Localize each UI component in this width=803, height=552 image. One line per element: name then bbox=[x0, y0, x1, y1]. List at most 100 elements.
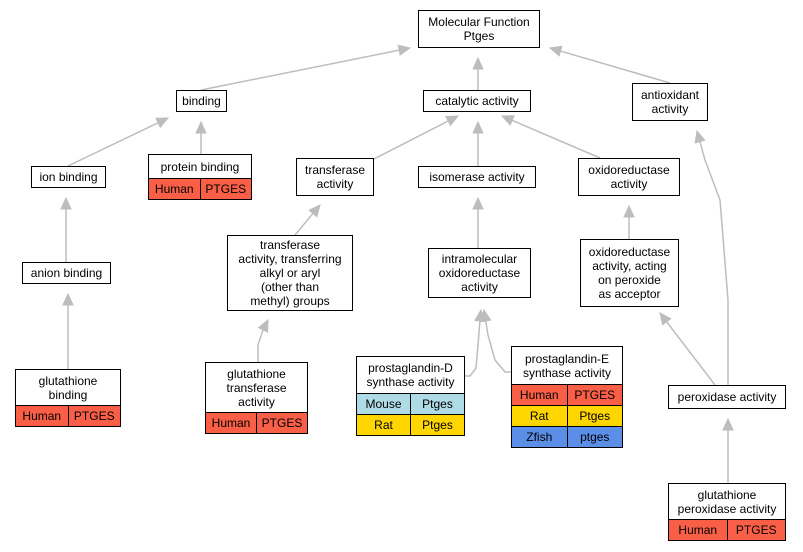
ortholog-table: Human PTGES bbox=[149, 178, 251, 199]
node-label-line: activity bbox=[316, 177, 354, 191]
edge-line bbox=[371, 120, 449, 161]
node-label: catalytic activity bbox=[424, 91, 530, 111]
node-label-line: Ptges bbox=[463, 29, 495, 43]
edge-line bbox=[511, 119, 601, 159]
node-label-line: prostaglandin-E bbox=[524, 351, 610, 366]
gene-cell: Ptges bbox=[410, 415, 464, 435]
node-label-line: oxidoreductase bbox=[588, 245, 671, 259]
edge-line bbox=[699, 141, 729, 385]
gene-cell: PTGES bbox=[199, 179, 252, 199]
node-label-line: activity bbox=[238, 394, 275, 409]
node-label-line: peroxidase activity bbox=[677, 501, 777, 516]
edge-line bbox=[666, 321, 716, 386]
node-label-line: glutathione bbox=[227, 366, 286, 381]
edge-line bbox=[560, 50, 671, 84]
node-isomerase-activity[interactable]: isomerase activity bbox=[418, 166, 536, 188]
node-label-line: activity bbox=[610, 177, 648, 191]
ortholog-row[interactable]: Rat Ptges bbox=[512, 405, 622, 426]
node-ion-binding[interactable]: ion binding bbox=[31, 166, 106, 188]
arrowhead-icon bbox=[472, 120, 484, 134]
node-label-line: binding bbox=[182, 94, 221, 108]
edge-line bbox=[294, 212, 314, 236]
node-label: binding bbox=[177, 91, 226, 111]
node-label-line: alkyl or aryl bbox=[259, 266, 321, 280]
ortholog-table: Human PTGES bbox=[16, 405, 120, 426]
gene-cell: Ptges bbox=[566, 406, 623, 426]
node-catalytic-activity[interactable]: catalytic activity bbox=[423, 90, 531, 112]
node-label-line: transferase bbox=[304, 163, 366, 177]
arrowhead-icon bbox=[445, 115, 460, 127]
node-label-line: activity, transferring bbox=[238, 252, 342, 266]
arrowhead-icon bbox=[694, 129, 706, 144]
node-binding[interactable]: binding bbox=[176, 90, 227, 112]
edge-line bbox=[484, 320, 511, 373]
arrowhead-icon bbox=[480, 308, 492, 323]
node-label: ion binding bbox=[32, 167, 105, 187]
node-label-line: Molecular Function bbox=[428, 15, 530, 29]
node-label-line: activity bbox=[461, 280, 498, 294]
node-label-line: catalytic activity bbox=[435, 94, 519, 108]
node-label-line: isomerase activity bbox=[429, 170, 525, 184]
edge-line bbox=[67, 122, 159, 167]
gene-cell: PTGES bbox=[726, 520, 786, 540]
edge-line bbox=[257, 329, 264, 362]
arrowhead-icon bbox=[623, 204, 635, 218]
species-cell: Human bbox=[22, 409, 62, 423]
node-label: isomerase activity bbox=[419, 167, 535, 187]
gene-cell: ptges bbox=[566, 427, 623, 447]
node-label-line: anion binding bbox=[30, 266, 103, 280]
node-label-line: (other than bbox=[260, 280, 320, 294]
species-cell: Human bbox=[519, 388, 559, 402]
arrowhead-icon bbox=[60, 196, 72, 210]
edge-line bbox=[465, 319, 481, 377]
node-label-line: peroxidase activity bbox=[677, 390, 777, 404]
ortholog-row[interactable]: Human PTGES bbox=[149, 178, 251, 199]
node-label-line: activity, acting bbox=[592, 259, 667, 273]
node-label-line: binding bbox=[48, 387, 88, 402]
arrowhead-icon bbox=[62, 292, 74, 306]
arrowhead-icon bbox=[472, 56, 484, 70]
species-cell: Human bbox=[154, 182, 194, 196]
species-cell: Rat bbox=[529, 409, 549, 423]
node-label-line: methyl) groups bbox=[250, 294, 330, 308]
arrowhead-icon bbox=[155, 117, 170, 129]
ortholog-row[interactable]: Human PTGES bbox=[16, 405, 120, 426]
node-anion-binding[interactable]: anion binding bbox=[22, 262, 111, 284]
arrowhead-icon bbox=[195, 120, 207, 134]
gene-cell: PTGES bbox=[67, 406, 121, 426]
node-peroxidase-activity[interactable]: peroxidase activity bbox=[668, 385, 786, 409]
node-label-line: transferase bbox=[226, 380, 287, 395]
node-label-line: glutathione bbox=[38, 373, 98, 388]
arrowhead-icon bbox=[500, 115, 515, 126]
arrowhead-icon bbox=[397, 44, 412, 56]
node-label-line: activity bbox=[651, 102, 689, 116]
